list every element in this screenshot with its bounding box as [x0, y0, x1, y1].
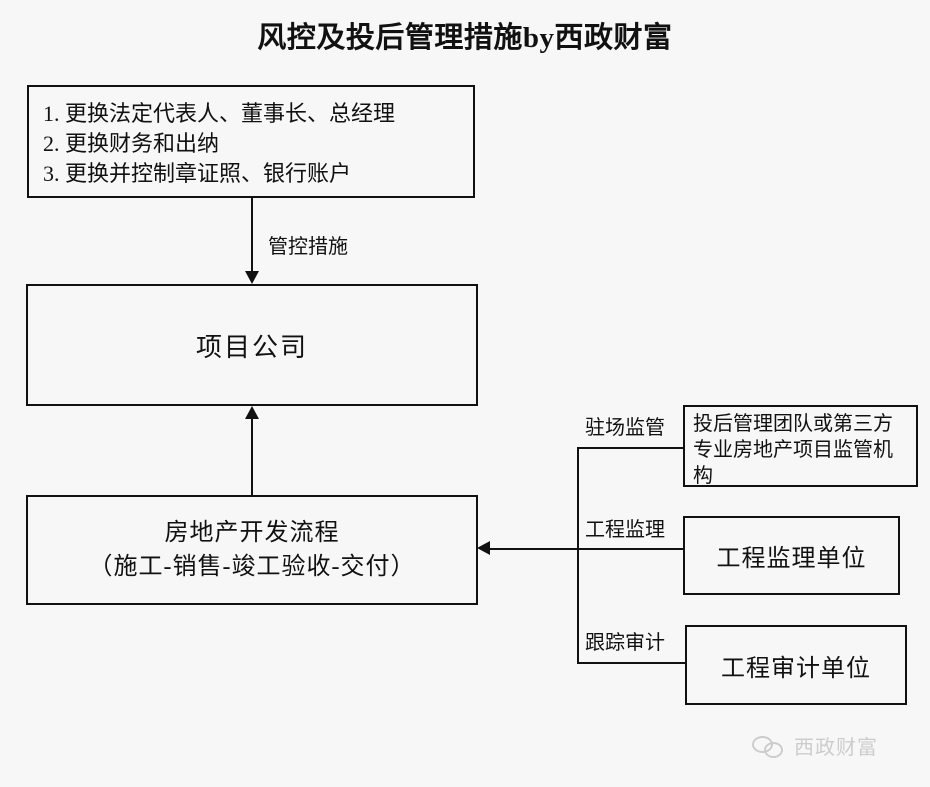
- engineering-audit-unit-label: 工程审计单位: [721, 655, 871, 682]
- measures-box: 1. 更换法定代表人、董事长、总经理 2. 更换财务和出纳 3. 更换并控制章证…: [27, 85, 475, 198]
- project-company-box: 项目公司: [26, 284, 478, 406]
- project-company-label: 项目公司: [195, 332, 308, 362]
- branch-line-tracking-audit: [577, 662, 687, 664]
- page-title: 风控及投后管理措施by西政财富: [257, 22, 673, 54]
- connector-process-to-project-arrowhead: [245, 406, 259, 419]
- engineering-supervision-unit-box: 工程监理单位: [683, 516, 900, 595]
- watermark-label: 西政财富: [794, 737, 878, 759]
- engineering-supervision-unit-label: 工程监理单位: [716, 546, 867, 572]
- measure-item-1: 1. 更换法定代表人、董事长、总经理: [43, 101, 396, 126]
- right-branch-trunk-line: [577, 447, 579, 664]
- connector-measures-to-project-arrowhead: [245, 271, 259, 284]
- development-process-title: 房地产开发流程: [164, 520, 340, 546]
- wechat-icon: [752, 734, 786, 758]
- engineering-audit-unit-box: 工程审计单位: [685, 625, 907, 705]
- connector-measures-to-project-line: [251, 198, 253, 272]
- branch-line-onsite-supervision: [577, 447, 685, 449]
- measure-item-2: 2. 更换财务和出纳: [43, 131, 220, 156]
- branch-label-tracking-audit: 跟踪审计: [585, 632, 665, 654]
- development-process-box: 房地产开发流程 （施工-销售-竣工验收-交付）: [26, 495, 478, 605]
- development-process-stages: （施工-销售-竣工验收-交付）: [88, 554, 416, 580]
- measure-item-3: 3. 更换并控制章证照、银行账户: [43, 161, 352, 186]
- watermark: 西政财富: [752, 731, 878, 760]
- branch-line-engineering-supervision: [490, 548, 685, 550]
- branch-arrowhead-to-process-box: [477, 541, 490, 555]
- connector-label-control-measures: 管控措施: [268, 236, 348, 258]
- branch-label-onsite-supervision: 驻场监管: [585, 417, 665, 439]
- branch-label-engineering-supervision: 工程监理: [585, 519, 665, 541]
- post-investment-team-box: 投后管理团队或第三方专业房地产项目监管机构: [683, 405, 918, 487]
- post-investment-team-label: 投后管理团队或第三方专业房地产项目监管机构: [693, 413, 893, 487]
- connector-process-to-project-line: [251, 419, 253, 495]
